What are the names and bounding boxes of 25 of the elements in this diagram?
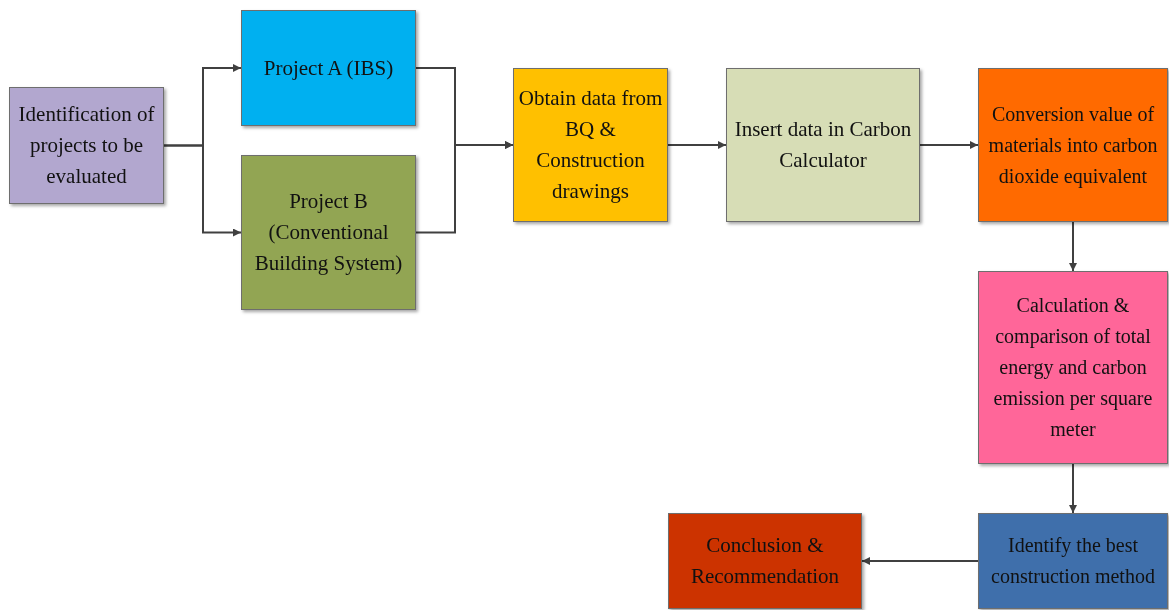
process-box (241, 155, 416, 310)
arrow (861, 557, 979, 565)
box-text: Insert data in Carbon Calculator (733, 116, 913, 174)
process-box (9, 87, 164, 204)
process-box (978, 513, 1168, 609)
arrow (415, 141, 514, 234)
arrow (163, 144, 242, 237)
arrow (1069, 221, 1077, 272)
process-box (513, 68, 668, 222)
box-text: Conversion value of materials into carbon dioxide equivalent (987, 101, 1159, 190)
process-box (978, 68, 1168, 222)
box-text: Project A (IBS) (263, 54, 394, 82)
process-box (978, 271, 1168, 464)
process-box (668, 513, 862, 609)
box-text: Obtain data from BQ & Construction drawings (518, 85, 663, 205)
box-text: Identification of projects to be evaluated (17, 101, 156, 190)
box-text: Project B (Conventional Building System) (253, 188, 404, 277)
arrow (1069, 463, 1077, 514)
box-text: Conclusion & Recommendation (689, 532, 841, 590)
arrow (919, 141, 979, 149)
arrow (667, 141, 727, 149)
box-text: Calculation & comparison of total energy and carbon emission per square meter (992, 293, 1154, 442)
process-box (726, 68, 920, 222)
process-box (241, 10, 416, 126)
box-text: Identify the best construction method (990, 533, 1156, 589)
